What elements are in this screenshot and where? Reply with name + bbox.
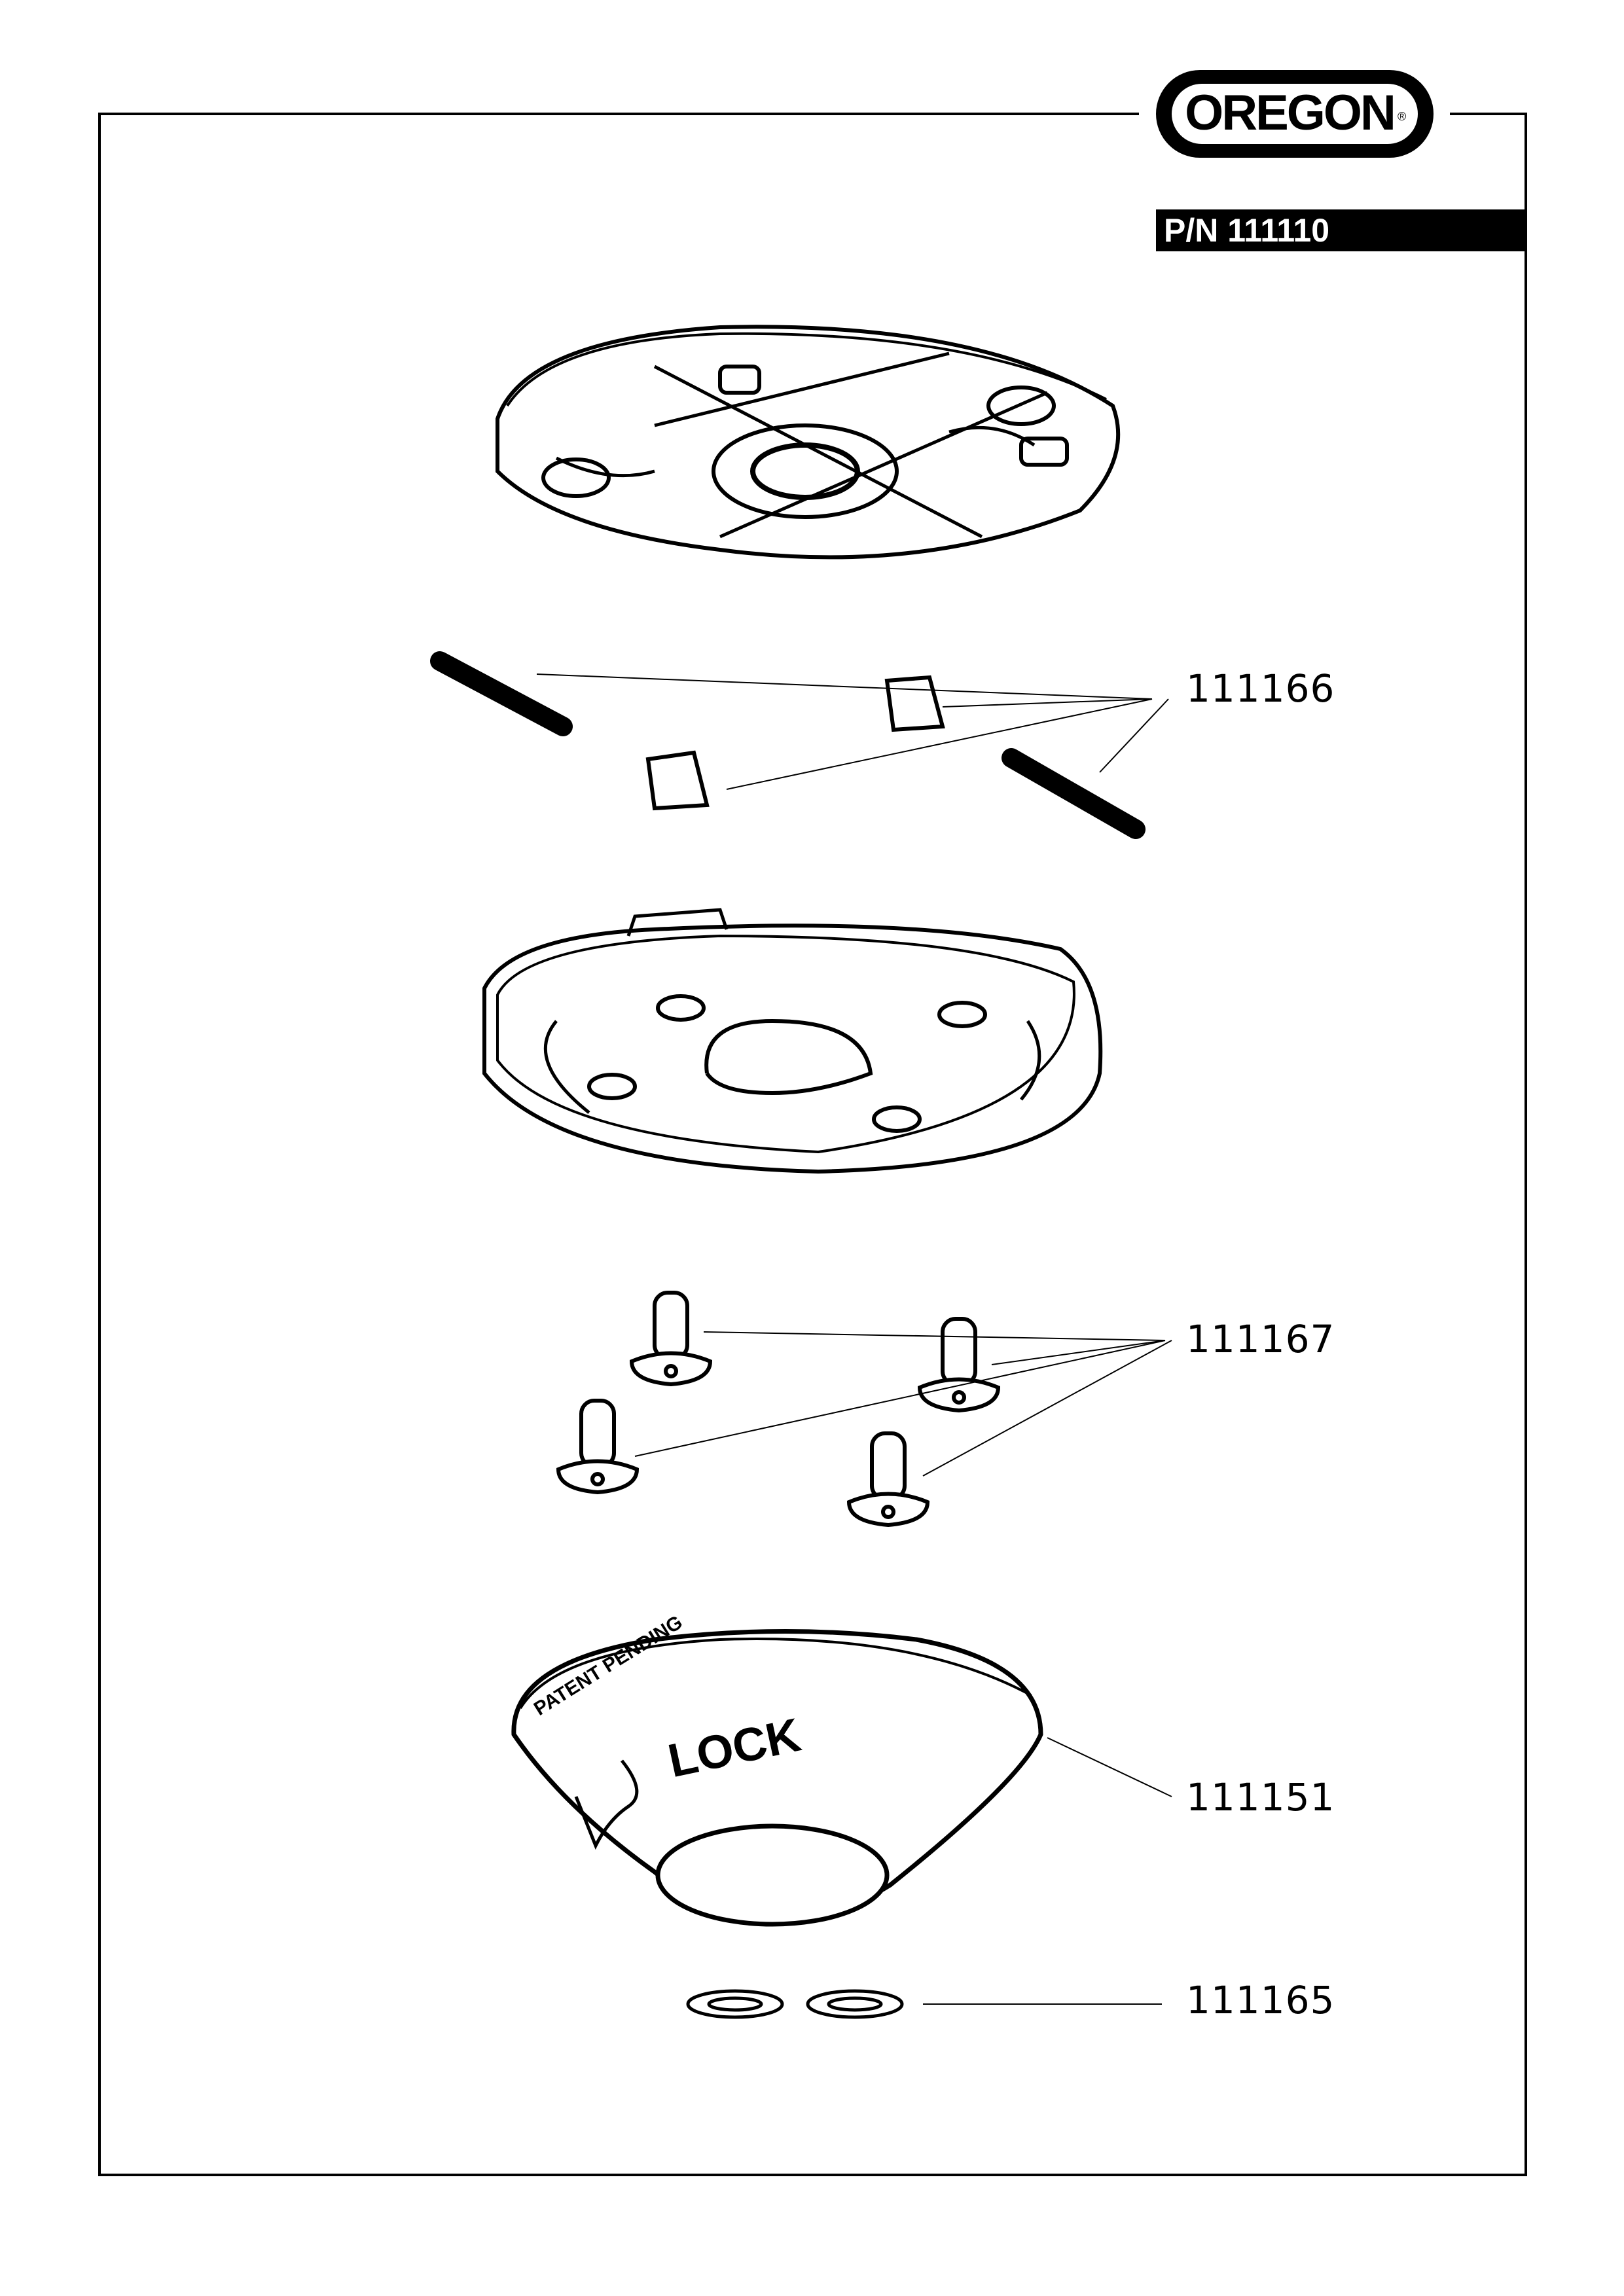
page-frame <box>98 113 1527 2176</box>
part-number-banner: P/N 111110 <box>1156 209 1526 251</box>
registered-mark: ® <box>1398 110 1407 123</box>
pins-and-clips <box>430 651 1169 839</box>
cover <box>511 1629 1172 1927</box>
screws <box>556 1291 1172 1528</box>
washers <box>686 1989 1162 2019</box>
drive-hub <box>496 325 1121 560</box>
callout-111165: 111165 <box>1186 1978 1335 2022</box>
callout-111151: 111151 <box>1186 1775 1335 1820</box>
callout-111166: 111166 <box>1186 666 1335 711</box>
brand-logo-text: OREGON <box>1185 85 1396 141</box>
base-plate <box>482 908 1103 1174</box>
callout-111167: 111167 <box>1186 1317 1335 1361</box>
